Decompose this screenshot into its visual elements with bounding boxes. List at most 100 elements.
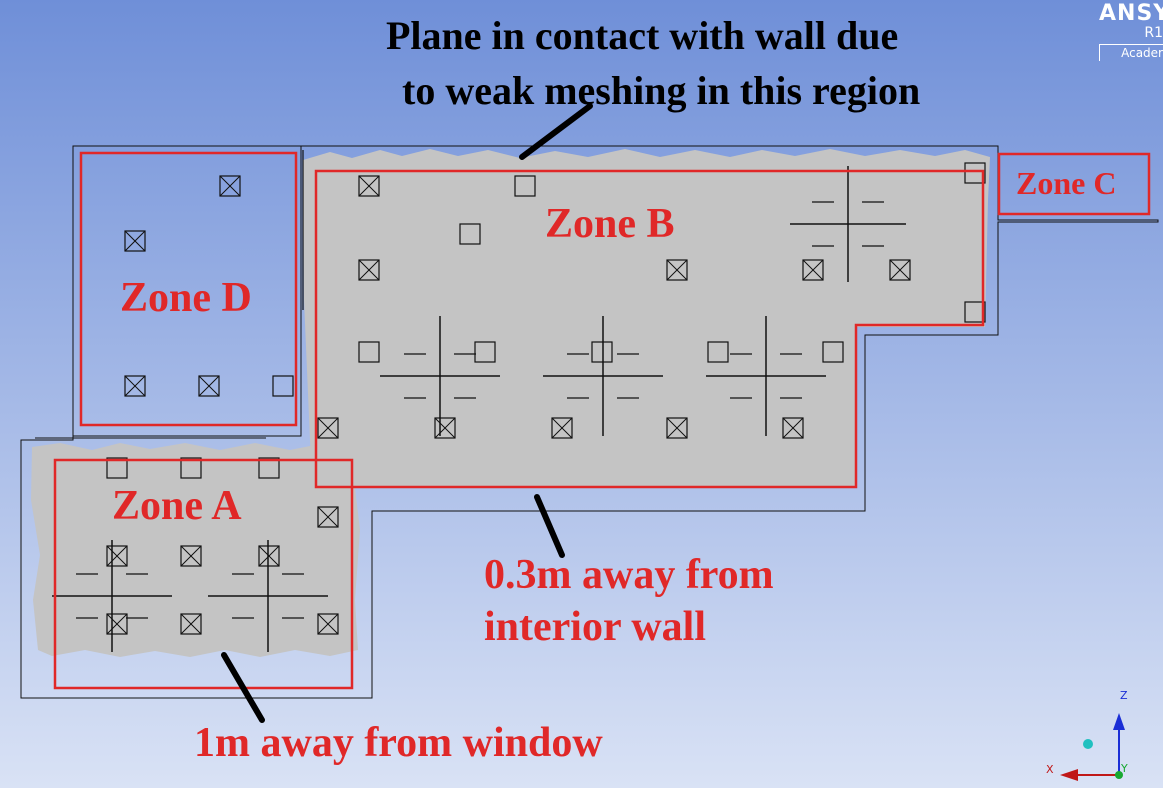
return-diffuser-x [219,175,241,197]
diffuser-box [358,175,380,197]
supply-outlet [208,540,328,652]
logo-release: R1 [1144,25,1163,41]
supply-outlet [790,166,906,282]
diffuser-diag [124,230,146,252]
diffuser-diag [317,613,339,635]
square-diffuser [514,175,536,197]
y-axis-label: Y [1121,762,1128,775]
diffuser-diag [551,417,573,439]
zone-b-label: Zone B [545,201,675,247]
view-point-dot [1083,739,1093,749]
diffuser-box [124,230,146,252]
return-diffuser-x [666,417,688,439]
square-diffuser [964,162,986,184]
diffuser-box [106,545,128,567]
z-axis-label: Z [1120,689,1128,702]
diffuser-diag [782,417,804,439]
return-diffuser-x [317,417,339,439]
supply-outlet-layer [52,166,906,652]
diffuser-box [551,417,573,439]
diffuser-diag [180,613,202,635]
return-diffuser-x [358,175,380,197]
callout-pointer-plane [519,103,593,160]
square-diffuser [822,341,844,363]
diffuser-diag [317,506,339,528]
diffuser-diag [358,259,380,281]
diffuser-box [889,259,911,281]
annotation-plane-line1: Plane in contact with wall due [386,13,899,58]
diffuser-box [317,613,339,635]
diffuser-diag [258,545,280,567]
square-diffuser [272,375,294,397]
square-diffuser [106,457,128,479]
diffuser-box [180,613,202,635]
annotation-interior-line1: 0.3m away from [484,552,774,598]
diffuser-box [317,417,339,439]
supply-outlet [543,316,663,436]
supply-outlet [706,316,826,436]
callout-pointer-interior [534,494,565,558]
return-diffuser-x [434,417,456,439]
zone-d-outline [79,151,298,427]
zone-d-room-outline [72,145,302,437]
room-wall-outline [20,145,1159,699]
square-diffuser [180,457,202,479]
diffuser-box [434,417,456,439]
zone-a-outline [53,458,354,690]
diffuser-diag [358,175,380,197]
return-diffuser-x [666,259,688,281]
diffuser-diag [889,259,911,281]
return-diffuser-x [317,613,339,635]
diffuser-diag [802,259,824,281]
return-diffuser-x [317,506,339,528]
return-diffuser-x [106,545,128,567]
return-diffuser-x [124,375,146,397]
callout-pointer-window [221,652,265,723]
diffuser-box [358,259,380,281]
diffuser-layer [106,162,986,635]
diffuser-diag [666,259,688,281]
return-diffuser-x [889,259,911,281]
square-diffuser [707,341,729,363]
return-diffuser-x [106,613,128,635]
return-diffuser-x [551,417,573,439]
diffuser-diag [106,613,128,635]
zone-c-outline [997,152,1151,216]
plane-contour-lower [31,443,360,657]
diffuser-diag [124,375,146,397]
diffuser-box [124,375,146,397]
supply-outlet [380,316,500,436]
diffuser-box [666,417,688,439]
annotation-interior-line2: interior wall [484,604,707,650]
diffuser-box [317,506,339,528]
return-diffuser-x [180,545,202,567]
diffuser-diag [106,545,128,567]
diffuser-box [666,259,688,281]
annotation-plane-line2: to weak meshing in this region [402,68,921,113]
diffuser-diag [198,375,220,397]
diffuser-box [219,175,241,197]
diffuser-box [198,375,220,397]
return-diffuser-x [358,259,380,281]
square-diffuser [591,341,613,363]
diffuser-box [802,259,824,281]
return-diffuser-x [198,375,220,397]
square-diffuser [358,341,380,363]
diffuser-box [180,545,202,567]
x-axis-arrow [1060,769,1078,781]
zone-a-label: Zone A [112,483,242,529]
diffuser-box [782,417,804,439]
square-diffuser [258,457,280,479]
return-diffuser-x [258,545,280,567]
return-diffuser-x [180,613,202,635]
y-axis-dot [1115,771,1123,779]
return-diffuser-x [124,230,146,252]
x-axis-label: X [1046,763,1054,776]
return-diffuser-x [782,417,804,439]
diffuser-diag [219,175,241,197]
diffuser-diag [317,417,339,439]
zone-c-label: Zone C [1016,165,1117,201]
diffuser-diag [434,417,456,439]
square-diffuser [474,341,496,363]
